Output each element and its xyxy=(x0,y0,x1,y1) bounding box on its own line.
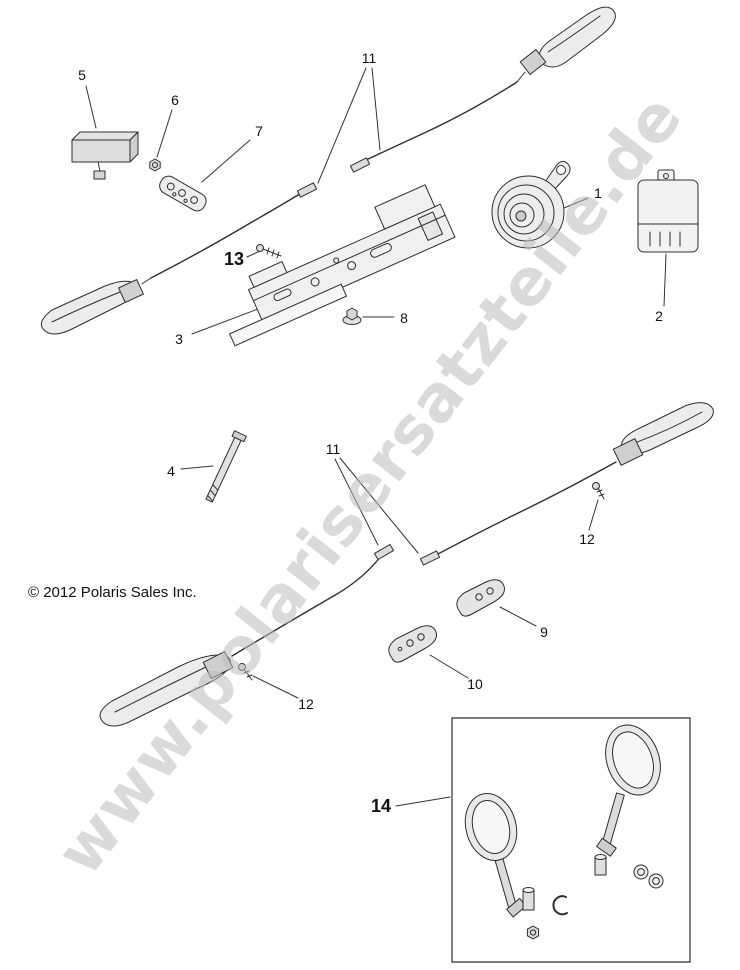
flasher-module xyxy=(71,131,139,180)
callout-3: 3 xyxy=(175,331,183,347)
bracket-plate xyxy=(159,175,207,212)
callout-12-left: 12 xyxy=(298,696,314,712)
callout-14: 14 xyxy=(370,796,392,816)
mount-pod-9 xyxy=(456,579,505,617)
headlight-bracket xyxy=(229,184,456,347)
long-screw xyxy=(205,430,247,503)
turn-signal-front-right xyxy=(349,6,616,173)
callout-12-right: 12 xyxy=(579,531,595,547)
screw-12-right xyxy=(592,482,605,500)
mount-pod-10 xyxy=(388,625,437,663)
callout-10: 10 xyxy=(467,676,483,692)
turn-signal-rear-left xyxy=(99,543,395,727)
flange-bolt xyxy=(342,307,362,325)
callout-11-middle: 11 xyxy=(325,441,341,457)
mirror-left xyxy=(464,793,527,918)
callout-6: 6 xyxy=(171,92,179,108)
mirror-hardware xyxy=(522,854,664,940)
callout-5: 5 xyxy=(78,67,86,83)
screw-13 xyxy=(256,244,282,259)
mirror-right xyxy=(596,724,661,857)
horn xyxy=(491,160,571,249)
copyright-text: © 2012 Polaris Sales Inc. xyxy=(28,584,197,601)
turn-signal-front-left xyxy=(40,182,318,335)
callout-13: 13 xyxy=(223,249,245,269)
screw-12-left xyxy=(238,663,253,681)
callout-7: 7 xyxy=(255,123,263,139)
turn-signal-rear-right xyxy=(419,402,714,566)
callout-11-top: 11 xyxy=(361,50,377,66)
mirror-kit-box xyxy=(451,717,691,963)
callout-4: 4 xyxy=(167,463,175,479)
callout-2: 2 xyxy=(655,308,663,324)
leader-lines xyxy=(85,67,667,807)
relay xyxy=(637,169,699,253)
callout-8: 8 xyxy=(400,310,408,326)
callout-1: 1 xyxy=(594,185,602,201)
nut xyxy=(149,158,161,172)
callout-9: 9 xyxy=(540,624,548,640)
